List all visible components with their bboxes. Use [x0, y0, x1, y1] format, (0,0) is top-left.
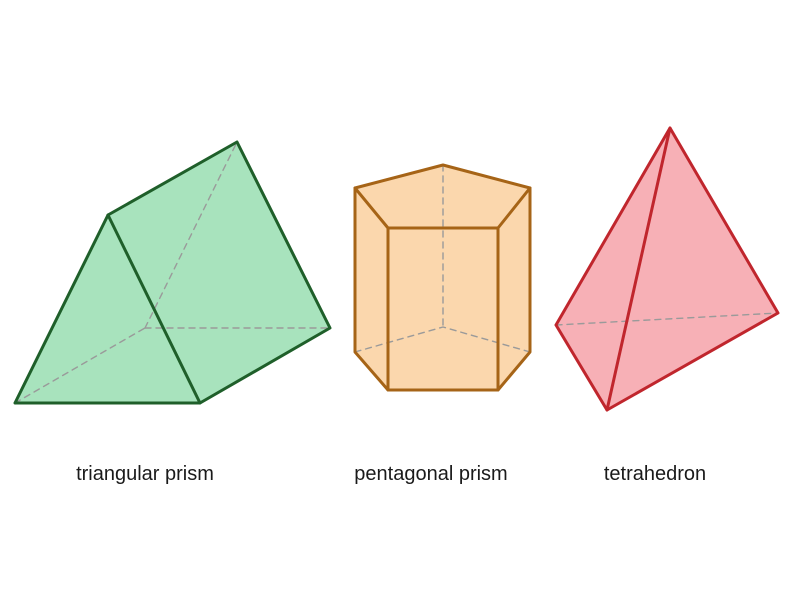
tetrahedron-face: [556, 128, 778, 410]
triangular-prism-hidden-edge: [144, 141, 238, 329]
tetrahedron-hidden-edge: [555, 312, 779, 326]
pentagonal-prism-top-face: [353, 163, 532, 230]
triangular-prism-top-face: [15, 142, 330, 403]
triangular-prism-visible-edges: [13, 140, 332, 405]
triangular-prism-hidden-edge: [14, 327, 146, 404]
triangular-prism-front-edge: [106, 213, 202, 405]
tetrahedron-outline: [554, 126, 780, 412]
tetrahedron-figure: [554, 126, 780, 412]
tetrahedron-front-edge: [605, 126, 672, 412]
pentagonal-prism-outline: [353, 186, 532, 392]
pentagonal-prism-label: pentagonal prism: [354, 463, 508, 485]
triangular-prism-label: triangular prism: [76, 463, 214, 485]
pentagonal-prism-hidden-edge: [354, 326, 531, 353]
triangular-prism-figure: [13, 140, 332, 405]
pentagonal-prism-figure: [353, 163, 532, 392]
tetrahedron-label: tetrahedron: [603, 463, 707, 485]
